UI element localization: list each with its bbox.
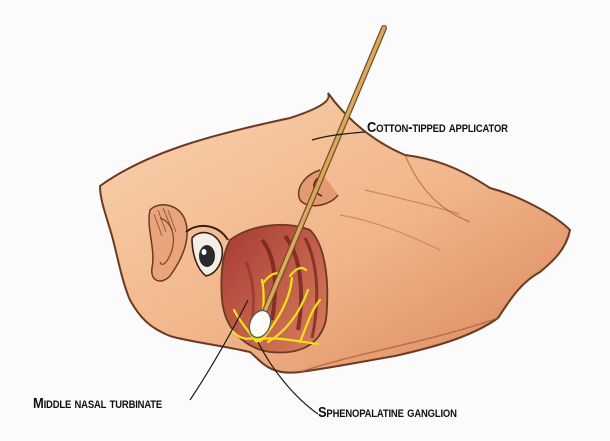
sphenopalatine-ganglion-label: Sphenopalatine ganglion [318, 404, 457, 421]
cotton-tipped-applicator-label: Cotton-tipped applicator [367, 119, 508, 136]
middle-nasal-turbinate-label: Middle nasal turbinate [33, 395, 162, 412]
